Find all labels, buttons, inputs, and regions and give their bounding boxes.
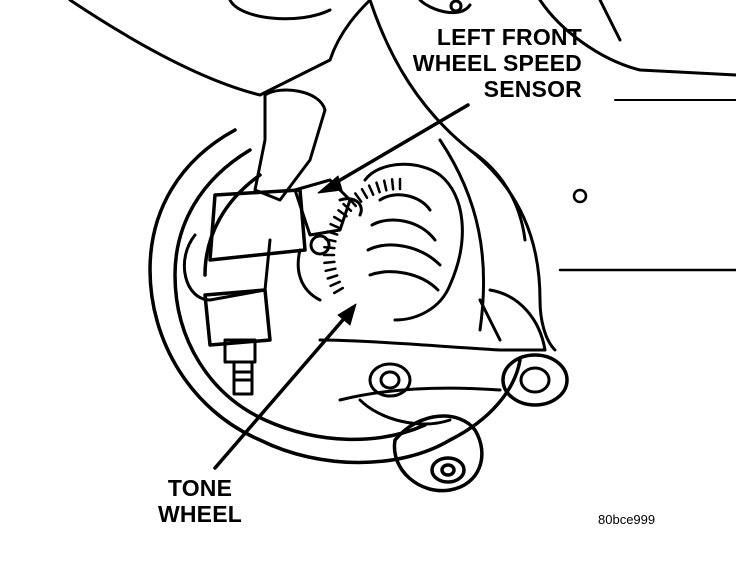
tone-wheel-tooth (326, 230, 339, 236)
tie-rod-end (182, 88, 327, 396)
tone-wheel-tooth (347, 197, 358, 208)
tone-wheel-tooth (390, 178, 395, 191)
tone-wheel-tooth (329, 280, 341, 288)
tone-wheel-tooth (337, 209, 348, 218)
strut-tower (68, 0, 736, 272)
hub-nut (358, 362, 452, 426)
sensor-callout-line-2: WHEEL SPEED (412, 50, 582, 76)
tone-wheel-callout-label: TONE WHEEL (150, 475, 250, 527)
sensor-callout-line-3: SENSOR (483, 76, 582, 102)
tone-wheel-tooth (323, 260, 336, 265)
tone-wheel-tooth (354, 192, 363, 203)
lower-control-arm (318, 288, 569, 407)
tone-wheel-teeth (322, 177, 402, 295)
lower-bushing (392, 414, 484, 493)
tone-wheel-tooth (324, 267, 337, 273)
tone-wheel-tooth (332, 215, 345, 224)
tone-wheel-tooth (342, 202, 353, 213)
sensor-callout-label: LEFT FRONT WHEEL SPEED SENSOR (392, 24, 582, 102)
tone-wheel-tooth (375, 181, 381, 194)
tone-wheel-tooth (360, 187, 369, 200)
sensor-leader (317, 103, 470, 194)
figure-id: 80bce999 (598, 512, 656, 527)
tone-wheel-tooth (324, 237, 337, 243)
tone-wheel-tooth (382, 179, 388, 192)
tone-wheel-callout-line-2: WHEEL (157, 501, 243, 527)
tone-wheel-tooth (332, 286, 345, 295)
tone-wheel-tooth (323, 245, 336, 250)
tone-wheel-callout-line-1: TONE (167, 475, 233, 501)
brake-rotor (148, 128, 522, 465)
tone-wheel-tooth (367, 184, 375, 196)
tone-wheel-tooth (326, 274, 339, 280)
tone-wheel-tooth (329, 222, 341, 230)
tone-wheel-leader (213, 303, 357, 470)
sensor-callout-line-1: LEFT FRONT (436, 24, 582, 50)
cv-boot (363, 162, 464, 322)
